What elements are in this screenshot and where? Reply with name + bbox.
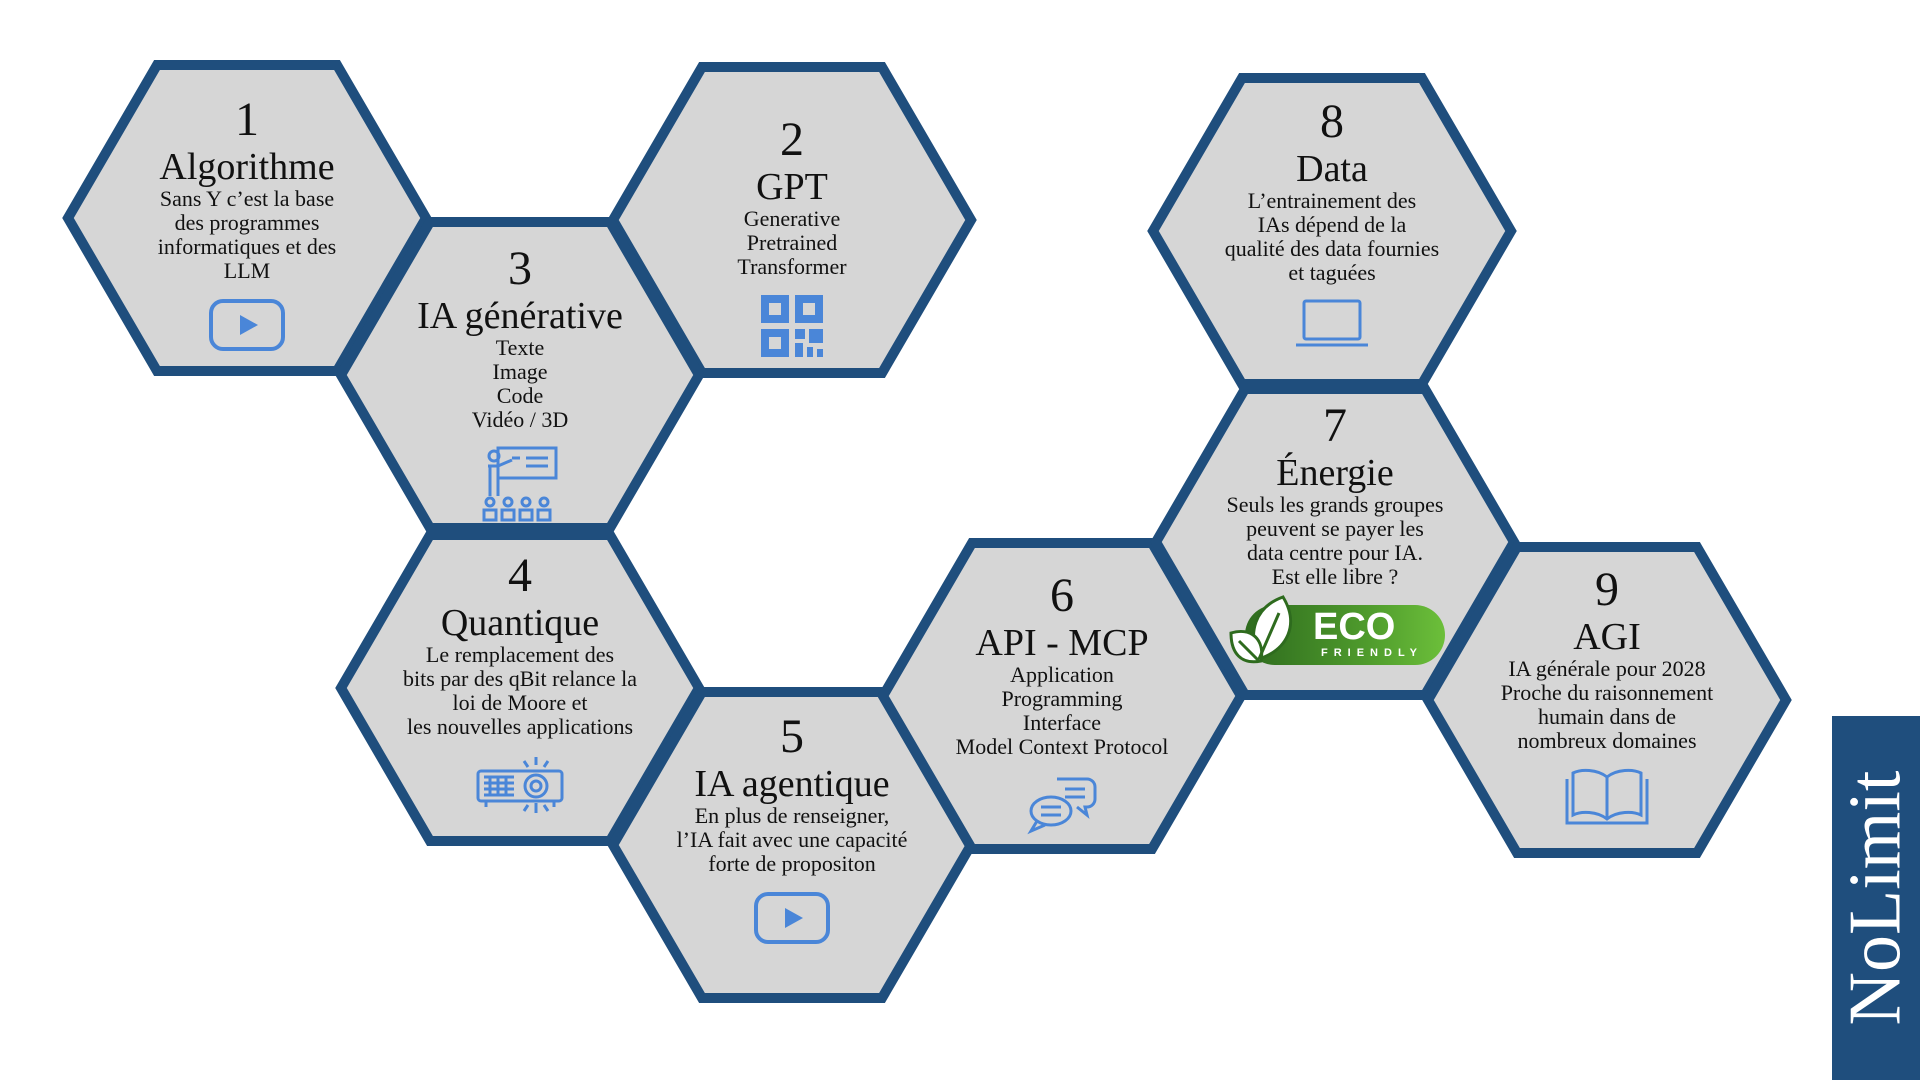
laptop-icon bbox=[1294, 299, 1370, 352]
hexagon-title: AGI bbox=[1573, 616, 1641, 658]
hexagon-title: Algorithme bbox=[159, 146, 335, 188]
hexagon-number: 1 bbox=[235, 93, 259, 146]
chat-icon bbox=[1027, 773, 1097, 840]
nolimit-banner: NoLimit bbox=[1832, 716, 1920, 1080]
hexagon-number: 8 bbox=[1320, 95, 1344, 148]
hexagon-content-5: 5 IA agentique En plus de renseigner, l’… bbox=[617, 712, 967, 951]
hexagon-description: Application Programming Interface Model … bbox=[955, 662, 1169, 759]
hexagon-number: 6 bbox=[1050, 569, 1074, 622]
hexagon-title: Data bbox=[1296, 148, 1368, 190]
hexagon-number: 2 bbox=[780, 113, 804, 166]
hexagon-number: 4 bbox=[508, 549, 532, 602]
play-icon bbox=[207, 297, 287, 358]
qr-code-icon bbox=[759, 293, 825, 364]
hexagon-description: IA générale pour 2028 Proche du raisonne… bbox=[1500, 656, 1714, 753]
hexagon-title: IA générative bbox=[417, 295, 623, 337]
hexagon-8 bbox=[1147, 73, 1517, 389]
hexagon-description: Texte Image Code Vidéo / 3D bbox=[471, 335, 569, 432]
hexagon-content-4: 4 Quantique Le remplacement des bits par… bbox=[345, 551, 695, 822]
teacher-icon bbox=[480, 446, 560, 527]
book-icon bbox=[1565, 767, 1649, 830]
leaf-icon bbox=[1229, 595, 1293, 664]
hexagon-9 bbox=[1422, 542, 1792, 858]
hexagon-number: 3 bbox=[508, 242, 532, 295]
hexagon-title: Quantique bbox=[440, 602, 600, 644]
projector-icon bbox=[474, 753, 566, 822]
hexagon-number: 5 bbox=[780, 710, 804, 763]
hexagon-title: API - MCP bbox=[975, 622, 1149, 664]
hexagon-description: L’entrainement des IAs dépend de la qual… bbox=[1224, 188, 1440, 285]
hexagon-description: En plus de renseigner, l’IA fait avec un… bbox=[676, 803, 908, 876]
hexagon-content-3: 3 IA générative Texte Image Code Vidéo /… bbox=[345, 244, 695, 527]
hexagon-content-9: 9 AGI IA générale pour 2028 Proche du ra… bbox=[1432, 565, 1782, 830]
hexagon-content-1: 1 Algorithme Sans Y c’est la base des pr… bbox=[72, 95, 422, 358]
hexagon-3 bbox=[335, 217, 705, 533]
banner-text: NoLimit bbox=[1834, 770, 1917, 1026]
hexagon-number: 7 bbox=[1323, 399, 1347, 452]
hexagon-title: Énergie bbox=[1276, 452, 1394, 494]
hexagon-content-2: 2 GPT Generative Pretrained Transformer bbox=[617, 115, 967, 364]
hexagon-content-6: 6 API - MCP Application Programming Inte… bbox=[887, 571, 1237, 840]
hexagon-content-7: 7 Énergie Seuls les grands groupes peuve… bbox=[1160, 401, 1510, 669]
eco-badge-sub: FRIENDLY bbox=[1321, 647, 1423, 659]
hexagon-1 bbox=[62, 60, 432, 376]
hexagon-description: Generative Pretrained Transformer bbox=[737, 206, 847, 279]
eco-badge-main: ECO bbox=[1313, 606, 1396, 648]
hexagon-description: Sans Y c’est la base des programmes info… bbox=[157, 186, 337, 283]
hexagon-number: 9 bbox=[1595, 563, 1619, 616]
hexagon-content-8: 8 Data L’entrainement des IAs dépend de … bbox=[1157, 97, 1507, 352]
eco-friendly-badge: ECO FRIENDLY bbox=[1225, 593, 1445, 669]
hexagon-title: IA agentique bbox=[694, 763, 890, 805]
hexagon-description: Le remplacement des bits par des qBit re… bbox=[403, 642, 637, 739]
hexagon-description: Seuls les grands groupes peuvent se paye… bbox=[1226, 492, 1444, 589]
play-icon bbox=[752, 890, 832, 951]
hexagon-title: GPT bbox=[756, 166, 828, 208]
